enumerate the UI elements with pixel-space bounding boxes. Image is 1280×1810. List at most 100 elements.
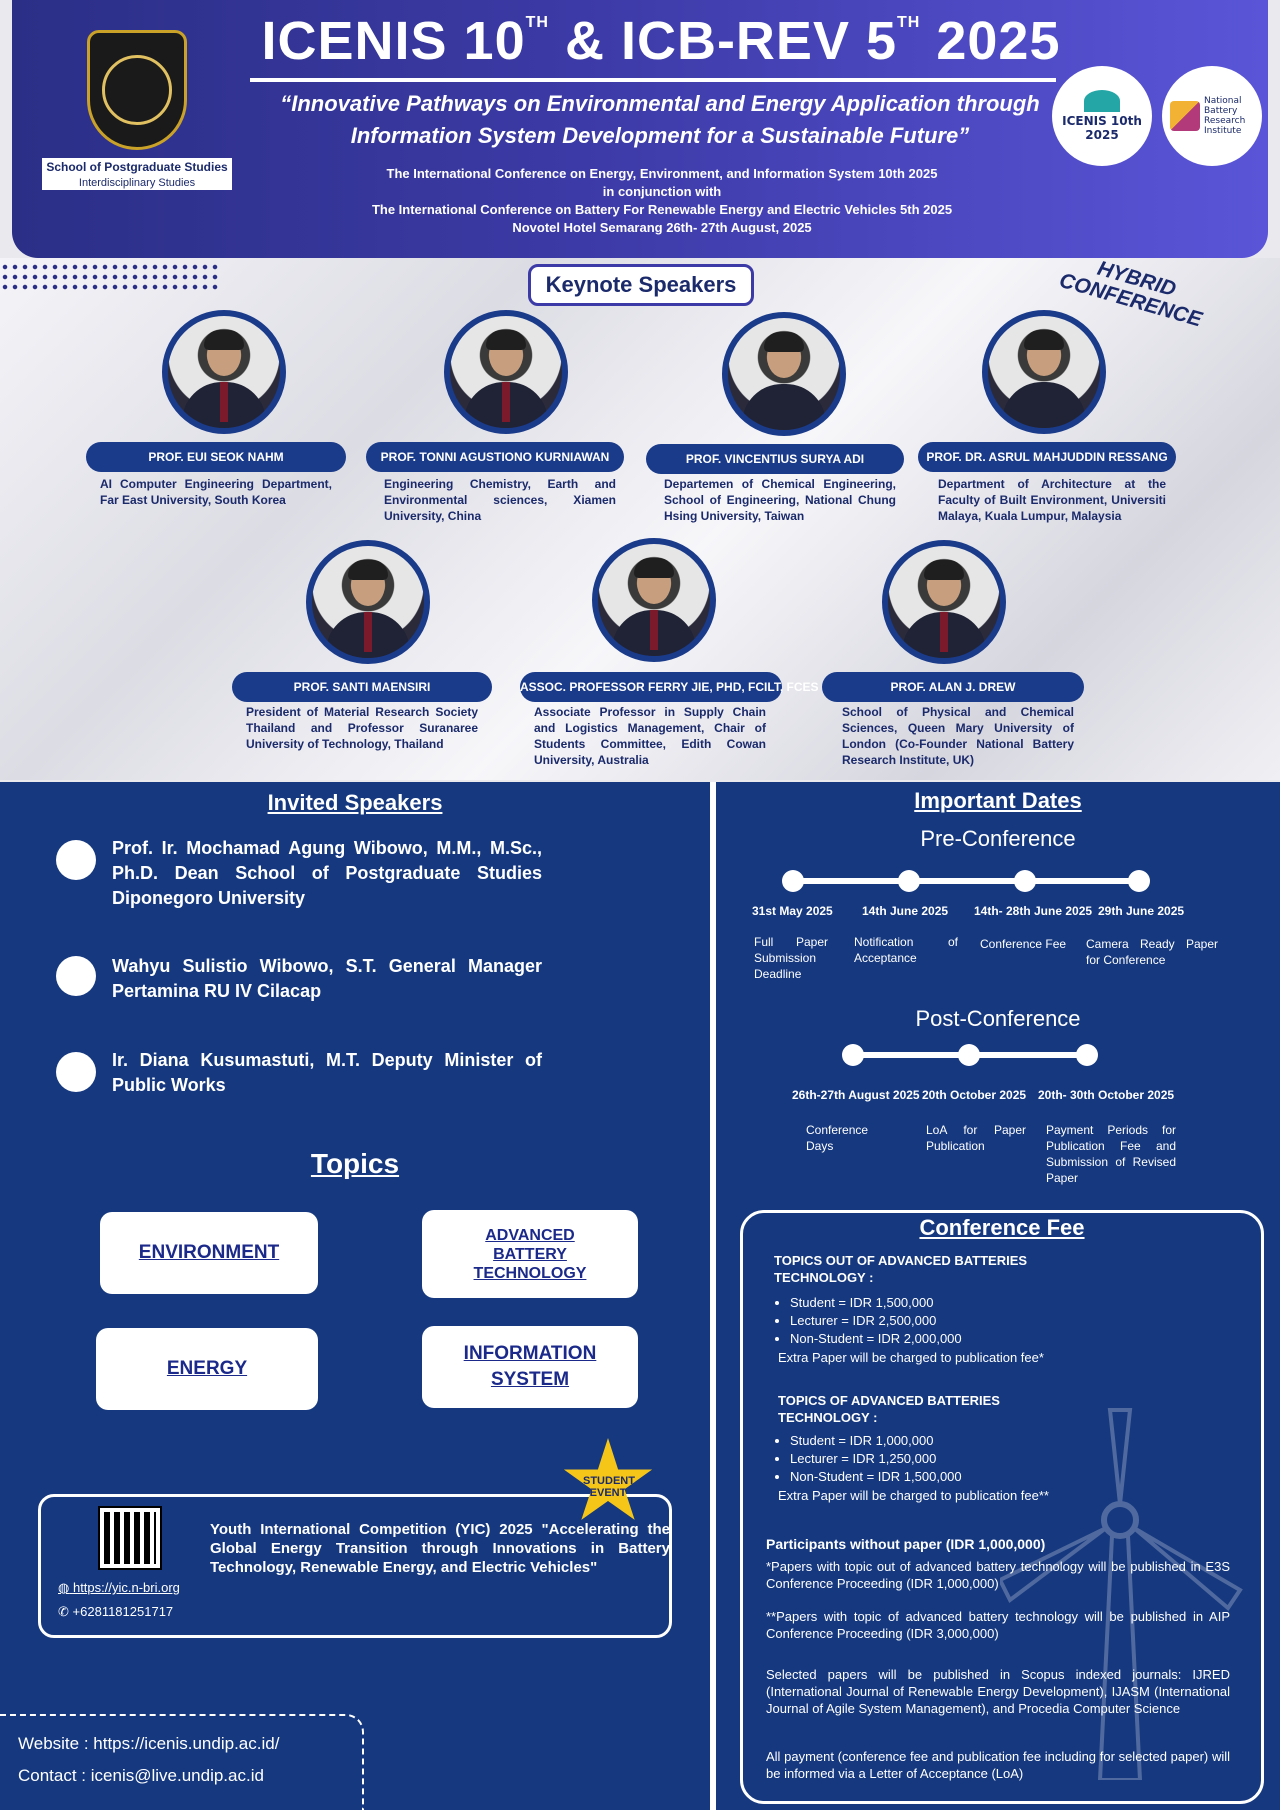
fee-footnote: *Papers with topic out of advanced batte… (766, 1559, 1230, 1591)
date-description: Camera Ready Paper for Conference (1086, 937, 1218, 967)
conference-info: The International Conference on Energy, … (371, 166, 953, 235)
speaker-photo (444, 310, 568, 434)
date-description: Payment Periods for Publication Fee and … (1046, 1123, 1176, 1185)
date-label: 20th- 30th October 2025 (1038, 1088, 1175, 1102)
school-subtitle: Interdisciplinary Studies (42, 176, 232, 190)
fee-item: Non-Student = IDR 2,000,000 (790, 1330, 962, 1348)
speaker-photo (162, 310, 286, 434)
pre-conference-title: Pre-Conference (920, 826, 1076, 851)
timeline-dot (842, 1044, 864, 1066)
speaker-affiliation: AI Computer Engineering Department, Far … (100, 477, 332, 507)
timeline-dot (958, 1044, 980, 1066)
speaker-photo (722, 312, 846, 436)
timeline-dot (782, 870, 804, 892)
decorative-dots (0, 262, 220, 290)
speaker-affiliation: Associate Professor in Supply Chain and … (534, 705, 766, 767)
fee-group-heading: TOPICS OF ADVANCED BATTERIES TECHNOLOGY … (778, 1393, 1000, 1425)
contact-email[interactable]: Contact : icenis@live.undip.ac.id (18, 1766, 264, 1785)
nbri-badge: National Battery Research Institute (1162, 66, 1262, 166)
date-label: 31st May 2025 (752, 904, 833, 918)
fee-note: Extra Paper will be charged to publicati… (778, 1350, 1044, 1365)
fee-item: Non-Student = IDR 1,500,000 (790, 1468, 962, 1486)
topic-advanced-battery[interactable]: ADVANCED BATTERY TECHNOLOGY (422, 1210, 638, 1298)
invited-speaker: Ir. Diana Kusumastuti, M.T. Deputy Minis… (112, 1050, 542, 1095)
speaker-name: PROF. SANTI MAENSIRI (232, 672, 492, 702)
invited-title: Invited Speakers (267, 790, 443, 815)
seal-icon (87, 30, 187, 150)
speaker-affiliation: Department of Architecture at the Facult… (938, 477, 1166, 523)
fee-list: Student = IDR 1,500,000 Lecturer = IDR 2… (790, 1294, 962, 1348)
invited-speaker: Prof. Ir. Mochamad Agung Wibowo, M.M., M… (112, 838, 542, 908)
wind-turbine-icon (1000, 1408, 1243, 1780)
timeline-dot (898, 870, 920, 892)
speaker-photo (882, 540, 1006, 664)
fee-item: Student = IDR 1,000,000 (790, 1432, 962, 1450)
fee-note: Extra Paper will be charged to publicati… (778, 1488, 1049, 1503)
tagline: “Innovative Pathways on Environmental an… (280, 91, 1040, 148)
icenis-badge: ICENIS 10th 2025 (1052, 66, 1152, 166)
title-divider (250, 78, 1056, 82)
timeline-dot (1076, 1044, 1098, 1066)
header-banner: School of Postgraduate Studies Interdisc… (12, 0, 1268, 258)
bullet-icon (56, 956, 96, 996)
right-panel (716, 782, 1280, 1810)
speaker-affiliation: School of Physical and Chemical Sciences… (842, 705, 1074, 767)
date-label: 29th June 2025 (1098, 904, 1185, 918)
fee-footnote: **Papers with topic of advanced battery … (766, 1609, 1230, 1641)
fee-box (740, 1210, 1264, 1804)
university-logo: School of Postgraduate Studies Interdisc… (42, 30, 232, 200)
timeline-dot (1128, 870, 1150, 892)
invited-speaker: Wahyu Sulistio Wibowo, S.T. General Mana… (112, 956, 542, 1001)
yic-description: Youth International Competition (YIC) 20… (210, 1521, 670, 1576)
globe-icon: ◍ (58, 1580, 70, 1595)
date-label: 14th- 28th June 2025 (974, 904, 1093, 918)
speaker-name: PROF. ALAN J. DREW (822, 672, 1084, 702)
speaker-affiliation: President of Material Research Society T… (246, 705, 478, 751)
fee-group-heading: TOPICS OUT OF ADVANCED BATTERIES TECHNOL… (774, 1253, 1028, 1285)
pre-timeline (792, 878, 1140, 884)
school-name: School of Postgraduate Studies (42, 158, 232, 176)
speaker-name: PROF. EUI SEOK NAHM (86, 442, 346, 472)
date-description: Notification of Acceptance (854, 935, 958, 965)
fee-item: Lecturer = IDR 1,250,000 (790, 1450, 962, 1468)
date-description: Conference Days (806, 1123, 869, 1153)
topic-environment[interactable]: ENVIRONMENT (100, 1212, 318, 1294)
qr-code-icon[interactable] (98, 1506, 162, 1570)
speaker-affiliation: Engineering Chemistry, Earth and Environ… (384, 477, 616, 523)
speaker-photo (592, 538, 716, 662)
date-description: LoA for Paper Publication (926, 1123, 1026, 1153)
topic-energy[interactable]: ENERGY (96, 1328, 318, 1410)
speaker-name: ASSOC. PROFESSOR FERRY JIE, PHD, FCILT, … (520, 672, 819, 702)
nbri-logo-icon (1170, 101, 1200, 131)
payment-note: All payment (conference fee and publicat… (766, 1749, 1230, 1781)
speaker-photo (982, 310, 1106, 434)
panel-divider (710, 782, 716, 1810)
date-label: 20th October 2025 (922, 1088, 1027, 1102)
bullet-icon (56, 1052, 96, 1092)
fee-list: Student = IDR 1,000,000 Lecturer = IDR 1… (790, 1432, 962, 1486)
whatsapp-icon: ✆ (58, 1604, 69, 1619)
timeline-dot (1014, 870, 1036, 892)
fee-title: Conference Fee (919, 1215, 1085, 1240)
date-description: Full Paper Submission Deadline (754, 935, 828, 981)
speaker-name: PROF. DR. ASRUL MAHJUDDIN RESSANG (918, 442, 1176, 472)
website-link[interactable]: Website : https://icenis.undip.ac.id/ (18, 1734, 280, 1753)
date-description: Conference Fee (980, 937, 1067, 951)
topics-title: Topics (310, 1148, 400, 1179)
fee-item: Lecturer = IDR 2,500,000 (790, 1312, 962, 1330)
contact-box (0, 1714, 364, 1810)
fee-item: Student = IDR 1,500,000 (790, 1294, 962, 1312)
no-paper-fee: Participants without paper (IDR 1,000,00… (766, 1536, 1046, 1552)
page-title: ICENIS 10TH & ICB-REV 5TH 2025 (261, 11, 1061, 71)
yic-phone[interactable]: ✆ +6281181251717 (58, 1604, 174, 1619)
bullet-icon (56, 840, 96, 880)
speaker-name: PROF. VINCENTIUS SURYA ADI (646, 444, 904, 474)
yic-box (38, 1494, 672, 1638)
yic-website-link[interactable]: ◍ https://yic.n-bri.org (58, 1580, 180, 1595)
speaker-photo (306, 540, 430, 664)
post-conference-title: Post-Conference (915, 1006, 1081, 1031)
speaker-affiliation: Departemen of Chemical Engineering, Scho… (664, 477, 896, 523)
date-label: 26th-27th August 2025 (792, 1088, 920, 1102)
topic-information-system[interactable]: INFORMATION SYSTEM (422, 1326, 638, 1408)
speaker-name: PROF. TONNI AGUSTIONO KURNIAWAN (366, 442, 624, 472)
